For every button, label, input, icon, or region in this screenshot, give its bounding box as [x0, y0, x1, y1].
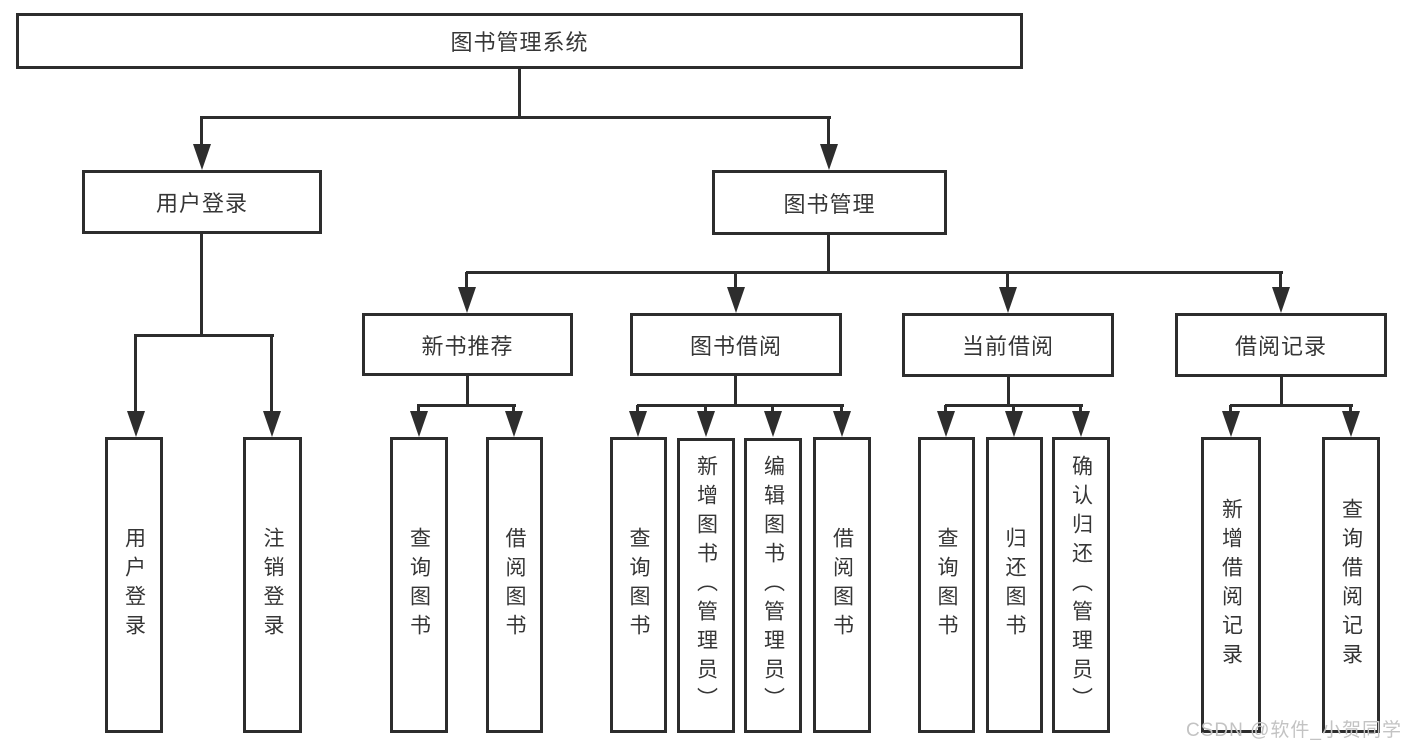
arrow-to-current-borrow-icon	[999, 272, 1017, 313]
leaf-query-books: 查询图书	[610, 437, 667, 733]
connector-current-borrow-trunk	[1007, 377, 1010, 407]
connector-book-management-trunk	[827, 235, 830, 274]
connector-new-book-trunk	[466, 376, 469, 407]
leaf-borrow-books: 借阅图书	[813, 437, 871, 733]
arrow-leaf-icon	[833, 405, 851, 437]
leaf-query-borrow-record: 查询借阅记录	[1322, 437, 1380, 733]
arrow-to-leaf-logout-icon	[263, 335, 281, 437]
leaf-query-books: 查询图书	[918, 437, 975, 733]
node-current-borrow: 当前借阅	[902, 313, 1114, 377]
connector-user-login-trunk	[200, 234, 203, 336]
connector-user-login-bar	[134, 334, 274, 337]
leaf-add-books-admin: 新增图书（管理员）	[677, 438, 735, 733]
leaf-borrow-books: 借阅图书	[486, 437, 543, 733]
node-library-management-system: 图书管理系统	[16, 13, 1023, 69]
leaf-edit-books-admin: 编辑图书（管理员）	[744, 438, 802, 733]
node-book-management: 图书管理	[712, 170, 947, 235]
arrow-leaf-icon	[1005, 405, 1023, 437]
arrow-leaf-icon	[697, 405, 715, 437]
node-user-login: 用户登录	[82, 170, 322, 234]
leaf-logout: 注销登录	[243, 437, 302, 733]
connector-book-borrow-bar	[637, 404, 844, 407]
arrow-leaf-icon	[1072, 405, 1090, 437]
connector-borrow-records-bar	[1230, 404, 1353, 407]
arrow-leaf-icon	[1342, 405, 1360, 437]
arrow-to-book-borrow-icon	[727, 272, 745, 313]
arrow-leaf-icon	[764, 405, 782, 437]
node-book-borrow: 图书借阅	[630, 313, 842, 376]
arrow-to-user-login-icon	[193, 117, 211, 170]
arrow-to-new-book-recommend-icon	[458, 272, 476, 313]
arrow-to-leaf-user-login-icon	[127, 335, 145, 437]
arrow-leaf-icon	[505, 405, 523, 437]
leaf-add-borrow-record: 新增借阅记录	[1201, 437, 1261, 733]
node-new-book-recommend: 新书推荐	[362, 313, 573, 376]
connector-borrow-records-trunk	[1280, 377, 1283, 407]
connector-level2-bar	[466, 271, 1283, 274]
leaf-confirm-return-admin: 确认归还（管理员）	[1052, 437, 1110, 733]
arrow-to-borrow-records-icon	[1272, 272, 1290, 313]
arrow-leaf-icon	[937, 405, 955, 437]
connector-new-book-bar	[417, 404, 516, 407]
arrow-leaf-icon	[410, 405, 428, 437]
csdn-watermark: CSDN @软件_小贺同学	[1186, 720, 1402, 741]
node-borrow-records: 借阅记录	[1175, 313, 1387, 377]
leaf-query-books: 查询图书	[390, 437, 448, 733]
connector-level1-bar	[200, 116, 831, 119]
connector-book-borrow-trunk	[734, 376, 737, 407]
leaf-user-login: 用户登录	[105, 437, 163, 733]
connector-root-trunk	[518, 68, 521, 118]
arrow-to-book-management-icon	[820, 117, 838, 170]
arrow-leaf-icon	[629, 405, 647, 437]
arrow-leaf-icon	[1222, 405, 1240, 437]
leaf-return-books: 归还图书	[986, 437, 1043, 733]
